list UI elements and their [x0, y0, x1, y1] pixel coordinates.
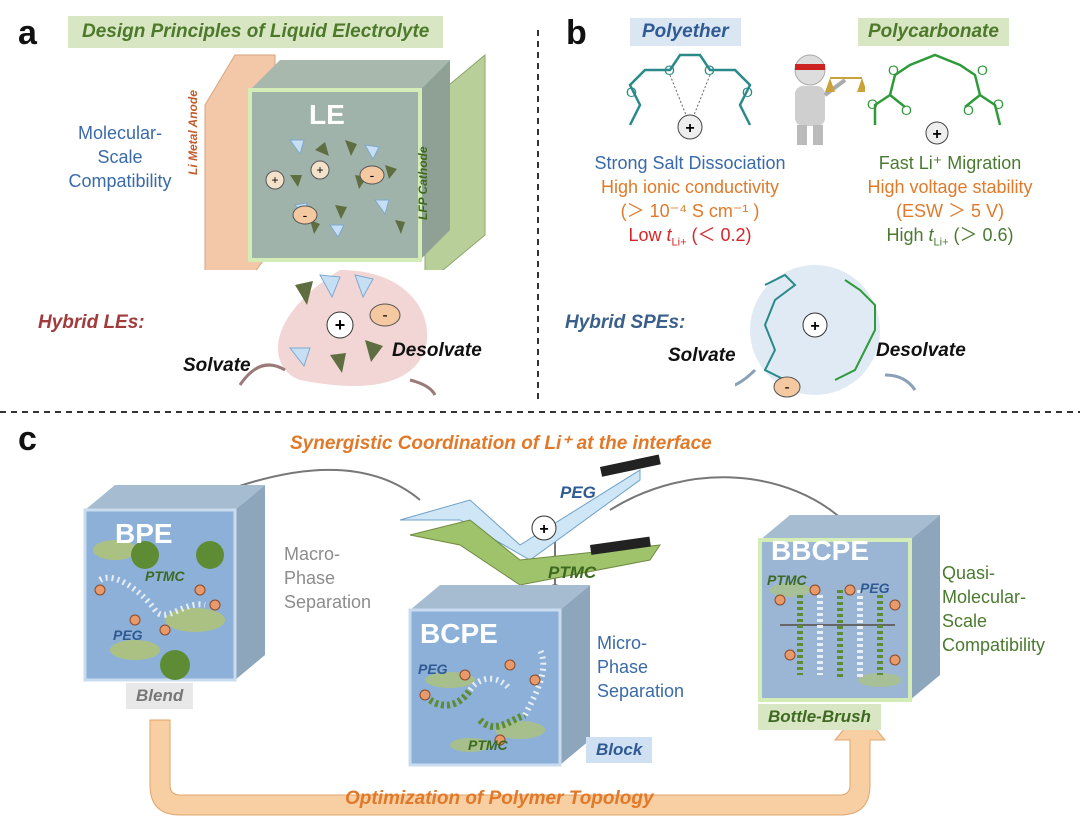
- svg-text:O: O: [664, 62, 675, 78]
- svg-text:O: O: [993, 96, 1004, 112]
- hybrid-les-label: Hybrid LEs:: [38, 312, 145, 333]
- bcpe-cube-label: BCPE: [420, 618, 498, 649]
- svg-text:O: O: [626, 84, 637, 100]
- bbcpe-ptmc-label: PTMC: [767, 572, 807, 588]
- bbcpe-cube-label: BBCPE: [771, 535, 870, 566]
- solvation-drop: + -: [238, 270, 437, 396]
- svg-text:+: +: [932, 126, 941, 143]
- hybrid-spes-label: Hybrid SPEs:: [565, 312, 686, 333]
- hybrid-spe-diagram: + -: [735, 265, 917, 398]
- svg-text:+: +: [810, 318, 819, 335]
- ionic-cond-value: (＞ 10⁻⁴ S cm⁻¹ ): [620, 201, 760, 221]
- svg-text:-: -: [784, 379, 789, 396]
- le-cube-diagram: + + - -: [204, 53, 486, 270]
- svg-text:+: +: [685, 120, 694, 137]
- panel-c-letter: c: [18, 420, 37, 458]
- strong-salt-text: Strong Salt Dissociation: [594, 153, 786, 173]
- bottle-brush-tag: Bottle-Brush: [758, 704, 881, 730]
- micro-phase-label: Micro- Phase Separation: [597, 633, 685, 701]
- high-t-text: High tLi+ (＞ 0.6): [886, 225, 1014, 249]
- svg-text:+: +: [335, 315, 346, 335]
- solvate-label-a: Solvate: [183, 355, 251, 376]
- block-tag: Block: [586, 737, 653, 763]
- bcpe-cube: [408, 585, 590, 767]
- polyether-properties: Strong Salt Dissociation High ionic cond…: [560, 151, 820, 255]
- svg-text:O: O: [963, 102, 974, 118]
- bpe-ptmc-label: PTMC: [145, 568, 185, 584]
- polycarbonate-banner: Polycarbonate: [858, 18, 1009, 46]
- desolvate-label-b: Desolvate: [876, 340, 966, 361]
- polycarbonate-structure: O O O O O O +: [867, 53, 1004, 145]
- panel-b-letter: b: [566, 14, 587, 52]
- ptmc-top-label: PTMC: [548, 563, 597, 582]
- svg-text:O: O: [704, 62, 715, 78]
- svg-text:+: +: [539, 521, 548, 538]
- panel-a-banner: Design Principles of Liquid Electrolyte: [68, 16, 444, 48]
- molecular-compat-label: Molecular- Scale Compatibility: [68, 123, 172, 191]
- bcpe-peg-label: PEG: [418, 661, 448, 677]
- svg-text:+: +: [316, 163, 323, 177]
- peg-top-label: PEG: [560, 483, 596, 502]
- synergistic-title: Synergistic Coordination of Li⁺ at the i…: [290, 433, 712, 454]
- svg-text:O: O: [867, 96, 878, 112]
- blend-tag: Blend: [126, 683, 194, 709]
- panel-a-letter: a: [18, 14, 37, 52]
- svg-text:-: -: [370, 167, 375, 183]
- solvate-label-b: Solvate: [668, 345, 736, 366]
- le-cube-label: LE: [309, 99, 345, 130]
- optimization-title: Optimization of Polymer Topology: [345, 788, 654, 809]
- svg-text:O: O: [742, 84, 753, 100]
- bbcpe-peg-label: PEG: [860, 580, 890, 596]
- svg-text:O: O: [888, 62, 899, 78]
- bpe-cube-label: BPE: [115, 518, 173, 549]
- bcpe-ptmc-label: PTMC: [468, 737, 508, 753]
- polyether-banner: Polyether: [630, 18, 741, 46]
- voltage-stab-text: High voltage stability: [867, 177, 1033, 197]
- bbcpe-cube: [758, 515, 940, 702]
- quasi-molecular-label: Quasi- Molecular- Scale Compatibility: [942, 563, 1046, 655]
- svg-text:O: O: [901, 102, 912, 118]
- svg-text:O: O: [977, 62, 988, 78]
- esw-value: (ESW ＞ 5 V): [895, 201, 1004, 221]
- polycarbonate-properties: Fast Li⁺ Migration High voltage stabilit…: [830, 151, 1070, 255]
- fast-li-text: Fast Li⁺ Migration: [878, 153, 1022, 173]
- svg-text:-: -: [382, 307, 387, 324]
- macro-phase-label: Macro- Phase Separation: [284, 544, 372, 612]
- judge-figure: [794, 54, 865, 145]
- svg-text:-: -: [303, 207, 308, 223]
- ionic-cond-text: High ionic conductivity: [600, 177, 780, 197]
- low-t-text: Low tLi+ (＜ 0.2): [628, 225, 752, 249]
- bpe-peg-label: PEG: [113, 627, 143, 643]
- svg-text:+: +: [271, 173, 278, 187]
- bpe-cube: [83, 485, 265, 682]
- polyether-structure: O O O O +: [626, 53, 753, 140]
- desolvate-label-a: Desolvate: [392, 340, 482, 361]
